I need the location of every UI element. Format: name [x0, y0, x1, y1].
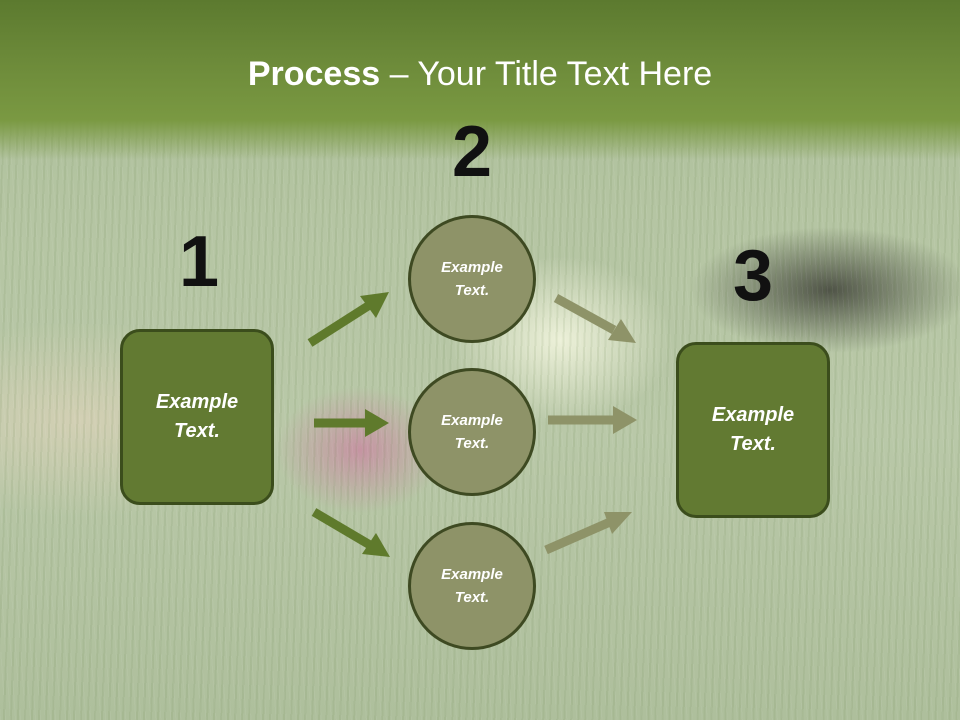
box-left-line2: Text.	[174, 420, 220, 442]
process-circle-center: Example Text.	[408, 368, 536, 496]
step-number-2: 2	[451, 112, 493, 192]
title-rest: – Your Title Text Here	[380, 55, 713, 93]
process-box-right: Example Text.	[676, 342, 830, 518]
arrow-center-to-right	[548, 406, 637, 434]
step-number-1: 1	[178, 222, 220, 302]
slide-title: Process – Your Title Text Here	[0, 52, 960, 96]
process-circle-top: Example Text.	[408, 215, 536, 343]
arrow-left-to-bottom	[311, 508, 390, 557]
circle-center-line2: Text.	[454, 435, 490, 452]
process-box-left: Example Text.	[120, 329, 274, 505]
circle-top-line1: Example	[441, 259, 503, 276]
title-bold: Process	[247, 55, 381, 93]
box-right-line1: Example	[711, 404, 795, 426]
circle-top-line2: Text.	[454, 282, 490, 299]
circle-center-line1: Example	[441, 412, 503, 429]
step-number-3: 3	[732, 236, 774, 316]
arrow-bottom-to-right	[544, 512, 632, 555]
arrow-left-to-top	[307, 292, 389, 347]
arrow-top-to-right	[553, 294, 636, 343]
box-left-line1: Example	[155, 391, 239, 413]
circle-bottom-line1: Example	[441, 566, 503, 583]
arrow-left-to-center	[314, 409, 389, 437]
circle-bottom-line2: Text.	[454, 589, 490, 606]
header-band	[0, 0, 960, 160]
process-circle-bottom: Example Text.	[408, 522, 536, 650]
box-right-line2: Text.	[730, 433, 776, 455]
